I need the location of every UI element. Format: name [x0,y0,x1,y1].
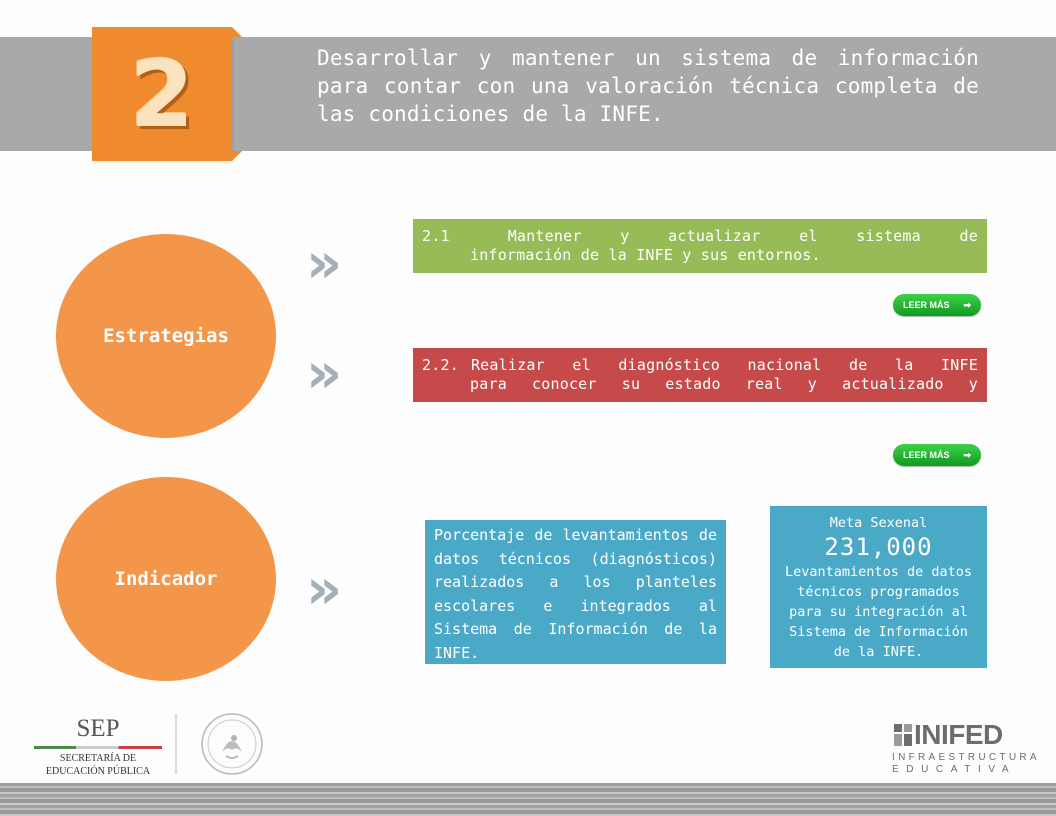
double-chevron-right-icon: » [306,557,343,622]
sep-logo-title: SEP [76,715,120,742]
logo-divider [175,714,177,774]
strategy-number: 2.1 [422,227,450,245]
meta-value: 231,000 [824,533,933,561]
strategy-text-line1: Realizar el diagnóstico nacional de la I… [470,356,978,374]
inifed-logo-line2: EDUCATIVA [892,764,1017,775]
double-chevron-right-icon: » [306,341,343,406]
meta-sexenal-box: Meta Sexenal 231,000 Levantamientos de d… [770,506,987,668]
section-number-block [92,27,232,161]
section-number: 2 [129,41,194,148]
strategy-text-line2: para conocer su estado real y actualizad… [470,375,978,393]
strategy-box-2-1: 2.1 Mantener y actualizar el sistema de … [413,219,987,273]
strategy-number: 2.2. [422,356,459,374]
bottom-bar [0,783,1056,816]
indicador-label: Indicador [114,568,218,590]
indicator-description: Porcentaje de levantamientos de datos té… [425,520,726,664]
inifed-logo-line1: INFRAESTRUCTURA [892,752,1040,763]
strategy-text-line1: Mantener y actualizar el sistema de [507,227,978,245]
double-chevron-right-icon: » [306,231,343,296]
mexico-seal-icon [201,713,263,775]
sep-logo-stripe [34,746,162,749]
meta-description: Levantamientos de datos técnicos program… [785,564,972,660]
estrategias-circle: Estrategias [56,234,276,438]
leer-mas-button-2-1[interactable]: LEER MÁS ➡ [893,294,981,316]
sep-logo-line2: EDUCACIÓN PÚBLICA [45,766,151,777]
number-block-fold-bottom [232,151,242,161]
meta-title: Meta Sexenal [829,515,928,531]
indicador-circle: Indicador [56,477,276,681]
number-block-fold [232,27,242,37]
estrategias-label: Estrategias [103,325,229,347]
sep-logo: SEP SECRETARÍA DE EDUCACIÓN PÚBLICA [34,716,162,778]
objective-text: Desarrollar y mantener un sistema de inf… [317,46,979,126]
strategy-box-2-2: 2.2. Realizar el diagnóstico nacional de… [413,348,987,402]
button-label: LEER MÁS [902,300,950,310]
arrow-right-icon: ➡ [963,449,972,460]
sep-logo-line1: SECRETARÍA DE [59,753,137,764]
leer-mas-button-2-2[interactable]: LEER MÁS ➡ [893,444,981,466]
inifed-logo-name: INIFED [914,719,1003,750]
button-label: LEER MÁS [902,450,950,460]
inifed-mark-icon [894,724,912,746]
arrow-right-icon: ➡ [963,299,972,310]
inifed-logo: INIFED INFRAESTRUCTURA EDUCATIVA [892,718,1037,776]
strategy-text-line2: información de la INFE y sus entornos. [470,246,821,264]
